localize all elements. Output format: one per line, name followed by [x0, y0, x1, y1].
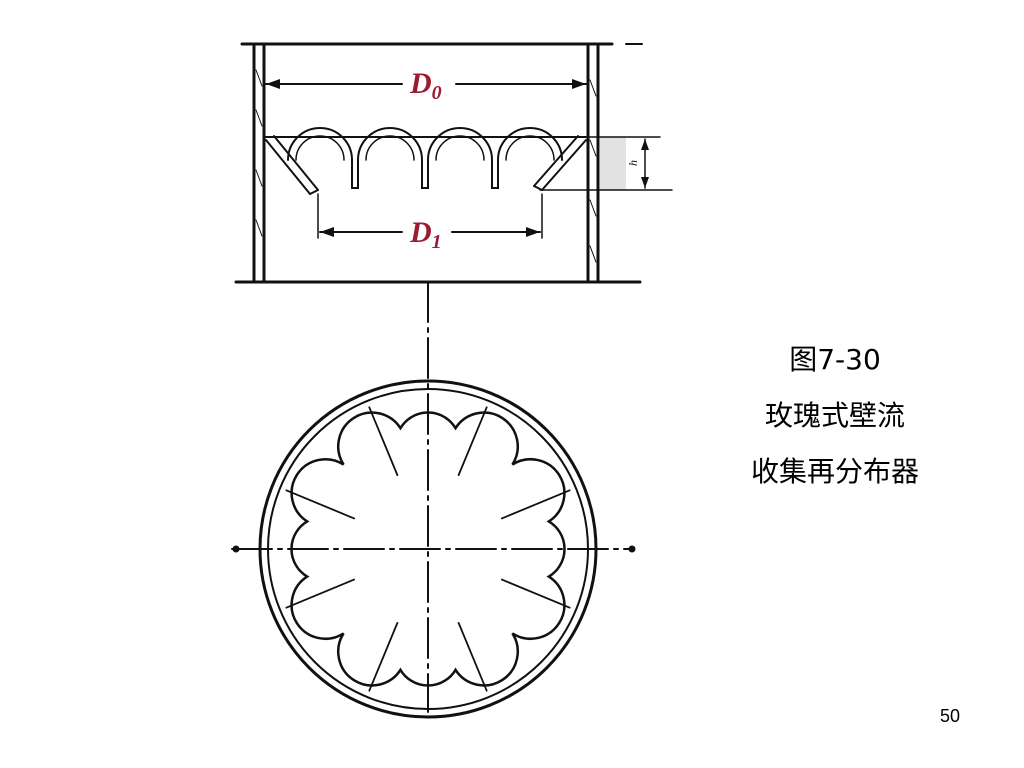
- d0-label: D0: [409, 67, 442, 104]
- column-shell-outer: [258, 379, 598, 719]
- d0-dimension-line: [265, 79, 587, 89]
- figure-caption: 图7-30 玫瑰式壁流 收集再分布器: [700, 332, 970, 500]
- side-view: [234, 42, 673, 713]
- column-shell-inner: [267, 388, 589, 710]
- rose-petal-outline: [290, 411, 566, 687]
- d1-dimension-line: [317, 193, 543, 239]
- left-skirt: [265, 135, 319, 195]
- rose-profile-inner: [295, 135, 555, 161]
- right-skirt: [533, 135, 587, 191]
- left-column-wall: [252, 42, 266, 284]
- d1-label: D1: [409, 216, 442, 253]
- caption-line-1: 玫瑰式壁流: [764, 399, 905, 432]
- radial-ribs: [285, 406, 571, 692]
- h-label: h: [626, 160, 640, 166]
- rose-profile-outer: [287, 127, 563, 189]
- figure-number: 图7-30: [789, 343, 881, 376]
- right-column-wall: [586, 42, 600, 284]
- page-number: 50: [939, 706, 961, 726]
- plan-view: [231, 379, 636, 719]
- h-dimension: [539, 136, 673, 191]
- caption-line-2: 收集再分布器: [750, 455, 919, 488]
